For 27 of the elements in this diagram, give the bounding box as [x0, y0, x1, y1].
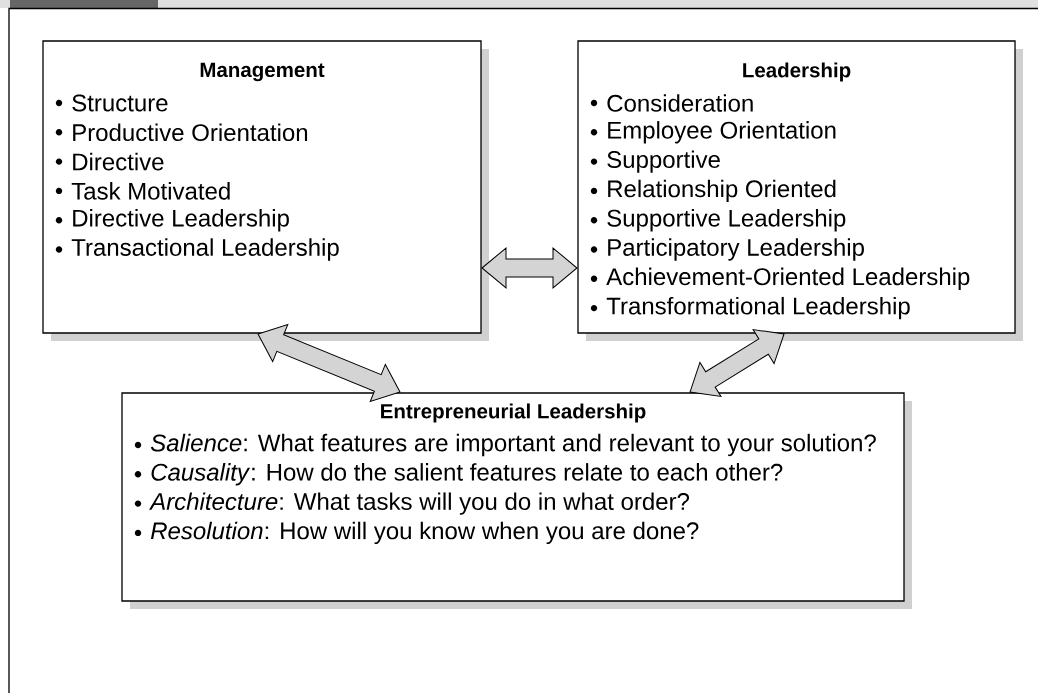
box-heading: Management: [200, 62, 325, 82]
double-arrow: [481, 247, 578, 289]
bullet-item: Resolution: How will you know when you are done?: [134, 521, 699, 545]
list-box: [121, 392, 912, 609]
list-box: [577, 40, 1023, 341]
double-arrow: [257, 324, 401, 402]
bullet-item: Supportive Leadership: [590, 209, 846, 232]
box-heading: Leadership: [743, 62, 851, 82]
box-heading: Entrepreneurial Leadership: [381, 403, 646, 423]
bullet-item: Supportive: [590, 150, 720, 173]
bullet-item: Causality: How do the salient features relate to each other?: [134, 463, 783, 486]
bullet-item: Directive: [55, 152, 164, 171]
bullet-item: Transactional Leadership: [55, 238, 339, 261]
bullet-item: Salience: What features are important and relevant to your solution?: [134, 433, 876, 457]
list-box: [42, 40, 489, 341]
double-arrow: [689, 329, 785, 397]
bullet-item: Task Motivated: [55, 182, 230, 200]
bullet-item: Directive Leadership: [55, 209, 289, 232]
bullet-item: Architecture: What tasks will you do in what order?: [134, 492, 690, 515]
bullet-item: Participatory Leadership: [590, 238, 864, 261]
bullet-item: Relationship Oriented: [590, 179, 836, 203]
bullet-item: Employee Orientation: [590, 121, 836, 144]
bullet-item: Transformational Leadership: [590, 296, 910, 320]
bullet-item: Consideration: [590, 94, 753, 112]
bullet-item: Productive Orientation: [55, 123, 308, 142]
bullet-item: Structure: [55, 94, 168, 112]
bullet-item: Achievement-Oriented Leadership: [590, 267, 970, 290]
